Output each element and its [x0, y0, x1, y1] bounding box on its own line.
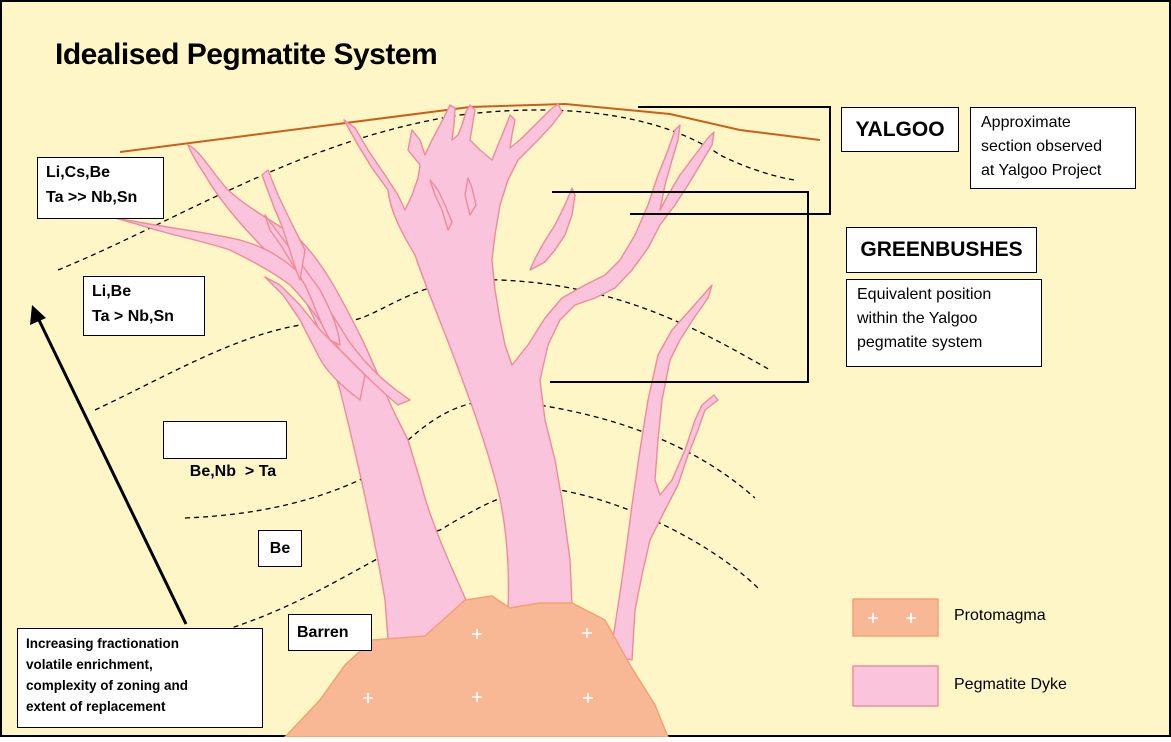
- greenbushes-note-line-1: Equivalent position: [857, 283, 1041, 307]
- yalgoo-label: YALGOO: [841, 107, 959, 152]
- greenbushes-note-line-2: within the Yalgoo: [857, 307, 1041, 331]
- zone-label-li-cs-be: Li,Cs,Be Ta >> Nb,Sn: [37, 157, 164, 219]
- diagram-title: Idealised Pegmatite System: [55, 38, 437, 72]
- greenbushes-note-line-3: pegmatite system: [857, 331, 1041, 355]
- fractionation-note-line-1: Increasing fractionation: [26, 633, 262, 654]
- zone-be-nb-text: Be,Nb > Ta: [190, 463, 276, 480]
- zone-label-li-be: Li,Be Ta > Nb,Sn: [83, 276, 205, 336]
- fractionation-note-line-4: extent of replacement: [26, 696, 262, 717]
- greenbushes-note: Equivalent position within the Yalgoo pe…: [846, 279, 1042, 367]
- fractionation-note-line-2: volatile enrichment,: [26, 654, 262, 675]
- legend-protomagma-label: Protomagma: [954, 607, 1046, 625]
- yalgoo-label-text: YALGOO: [855, 118, 944, 142]
- fractionation-note-line-3: complexity of zoning and: [26, 675, 262, 696]
- zone-li-cs-be-line-1: Li,Cs,Be: [46, 160, 157, 185]
- zone-barren-text: Barren: [297, 624, 349, 641]
- yalgoo-note: Approximate section observed at Yalgoo P…: [970, 107, 1136, 189]
- yalgoo-note-line-3: at Yalgoo Project: [981, 159, 1135, 183]
- zone-be-text: Be: [270, 540, 290, 557]
- yalgoo-note-line-1: Approximate: [981, 111, 1135, 135]
- zone-label-be: Be: [258, 530, 302, 567]
- legend-protomagma-swatch: [853, 599, 938, 636]
- zone-label-be-nb: Be,Nb > Ta: [163, 421, 287, 459]
- yalgoo-note-line-2: section observed: [981, 135, 1135, 159]
- zone-li-be-line-1: Li,Be: [92, 279, 198, 304]
- zone-li-cs-be-line-2: Ta >> Nb,Sn: [46, 185, 157, 210]
- zone-li-be-line-2: Ta > Nb,Sn: [92, 304, 198, 329]
- fractionation-note: Increasing fractionation volatile enrich…: [17, 628, 263, 728]
- legend-pegmatite-label: Pegmatite Dyke: [954, 676, 1067, 694]
- greenbushes-label: GREENBUSHES: [846, 227, 1037, 273]
- zone-label-barren: Barren: [288, 614, 372, 651]
- greenbushes-label-text: GREENBUSHES: [860, 238, 1022, 262]
- legend-pegmatite-swatch: [853, 666, 938, 706]
